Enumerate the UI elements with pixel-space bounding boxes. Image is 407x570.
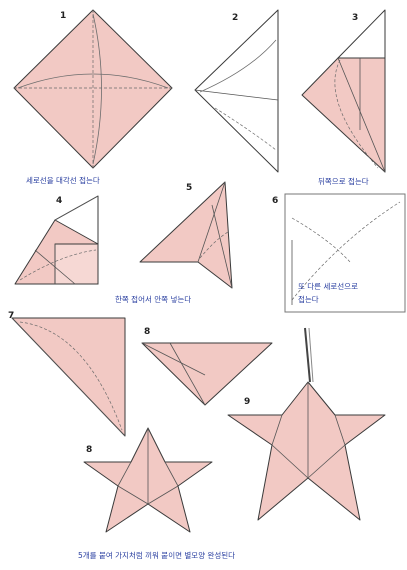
step-4-diagram bbox=[15, 196, 98, 284]
step-1-caption: 세로선을 대각선 접는다 bbox=[26, 175, 100, 185]
step-5-diagram bbox=[140, 182, 232, 288]
step-star-small-number: 8 bbox=[86, 445, 92, 455]
step-8-number: 8 bbox=[144, 327, 150, 337]
step-6-number: 6 bbox=[272, 196, 278, 206]
step-7-number: 7 bbox=[8, 311, 14, 321]
step-9-number: 9 bbox=[244, 397, 250, 407]
step-6-caption-line2: 접는다 bbox=[298, 295, 319, 304]
step-3-number: 3 bbox=[352, 13, 358, 23]
step-8-diagram bbox=[142, 343, 272, 405]
step-2-diagram bbox=[195, 10, 278, 172]
step-3-diagram bbox=[302, 10, 385, 172]
final-caption: 5개를 붙여 가지처럼 끼워 붙이면 별모양 완성된다 bbox=[78, 550, 235, 560]
step-star-small-diagram bbox=[84, 428, 212, 532]
step-2-number: 2 bbox=[232, 13, 238, 23]
step-1-number: 1 bbox=[60, 11, 66, 21]
step-5-caption: 한쪽 접어서 안쪽 넣는다 bbox=[115, 294, 191, 304]
step-4-number: 4 bbox=[56, 196, 62, 206]
step-3-caption: 뒤쪽으로 접는다 bbox=[318, 177, 369, 186]
step-6-caption-line1: 또 다른 세로선으로 bbox=[298, 282, 358, 291]
step-7-diagram bbox=[12, 318, 125, 436]
step-5-number: 5 bbox=[186, 183, 192, 193]
step-1-diagram bbox=[14, 10, 172, 168]
